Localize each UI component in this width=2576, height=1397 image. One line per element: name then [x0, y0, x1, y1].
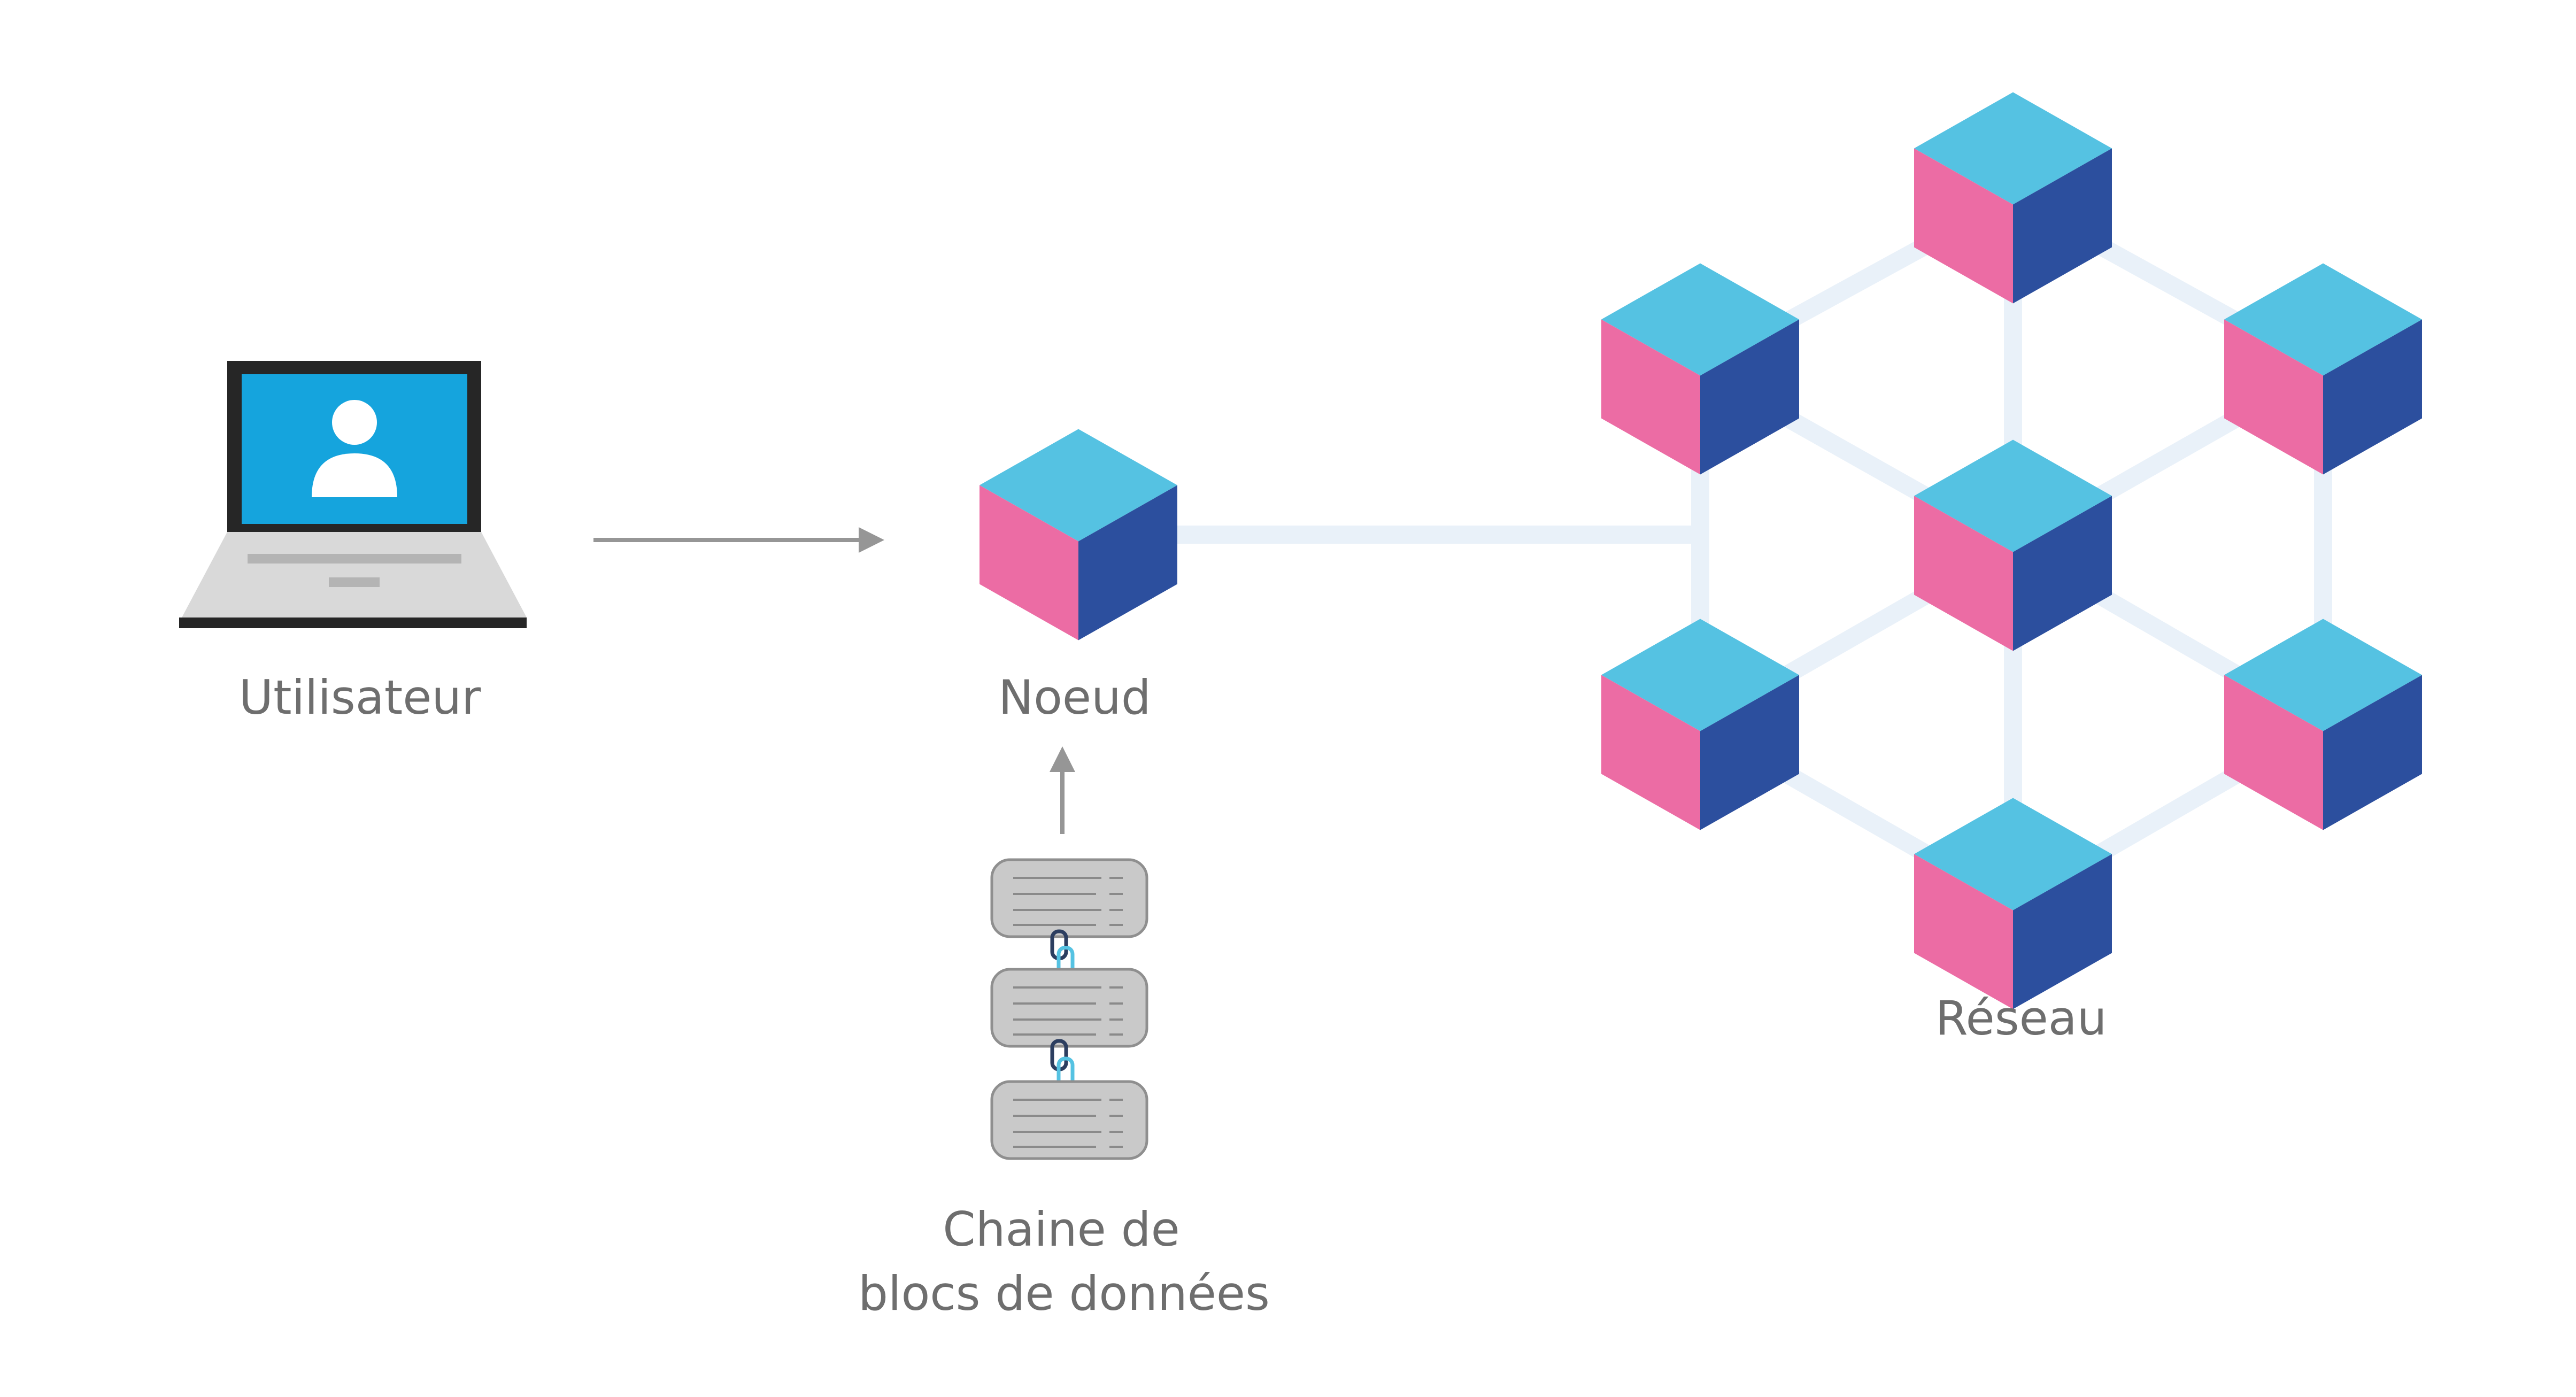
user-label: Utilisateur [239, 670, 481, 725]
node-cube-icon [980, 429, 1177, 640]
network-cube-lower-left [1601, 619, 1799, 830]
laptop-user-icon [179, 361, 527, 628]
network-cube-upper-left [1601, 263, 1799, 475]
network-icon [1601, 92, 2422, 1009]
network-cube-top [1914, 92, 2112, 304]
data-block-icon [990, 968, 1148, 1048]
data-block-icon [990, 858, 1148, 938]
network-cube-center [1914, 439, 2112, 651]
node-label: Noeud [998, 670, 1151, 725]
chain-label-line1: Chaine de [943, 1202, 1179, 1257]
data-block-icon [990, 1080, 1148, 1160]
blockchain-icon [990, 858, 1148, 1160]
network-cube-bottom [1914, 798, 2112, 1009]
chain-link-icon [1050, 1039, 1075, 1089]
network-label: Réseau [1935, 991, 2107, 1046]
network-cube-upper-right [2224, 263, 2422, 475]
chain-label-line2: blocs de données [858, 1266, 1270, 1321]
network-cube-lower-right [2224, 619, 2422, 830]
node-cube-icon [980, 429, 1177, 640]
